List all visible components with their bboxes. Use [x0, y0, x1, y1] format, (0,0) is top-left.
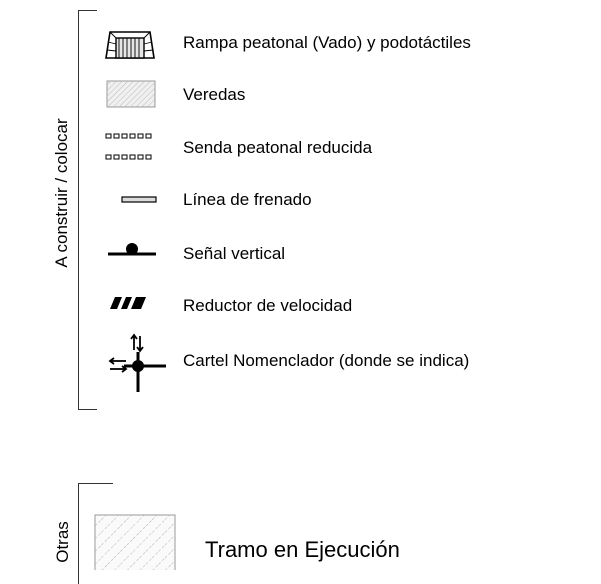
work-section-hatch-icon: [94, 514, 176, 570]
ramp-tactile-paving-icon: [105, 31, 155, 59]
legend-label-vertical-sign: Señal vertical: [183, 244, 286, 263]
dotted-crosswalk-icon: [105, 133, 152, 160]
legend-bracket-other: [78, 483, 113, 584]
street-name-sign-icon: [108, 333, 166, 392]
legend-label-work-section: Tramo en Ejecución: [205, 537, 400, 562]
legend-label-crosswalk: Senda peatonal reducida: [183, 138, 373, 157]
stop-line-icon: [121, 196, 157, 203]
legend-label-speed-bump: Reductor de velocidad: [183, 296, 353, 315]
sidewalk-hatch-swatch-icon: [106, 80, 156, 108]
speed-bump-icon: [110, 297, 146, 309]
vertical-sign-icon: [108, 243, 156, 256]
legend-label-ramp: Rampa peatonal (Vado) y podotáctiles: [183, 33, 471, 52]
legend-label-stop-line: Línea de frenado: [183, 190, 312, 209]
group-title-main: A construir / colocar: [52, 118, 71, 268]
legend-label-street-sign: Cartel Nomenclador (donde se indica): [183, 351, 470, 370]
legend-bracket-main: [78, 10, 97, 410]
legend-label-sidewalk: Veredas: [183, 85, 246, 104]
group-title-other: Otras: [53, 521, 72, 563]
